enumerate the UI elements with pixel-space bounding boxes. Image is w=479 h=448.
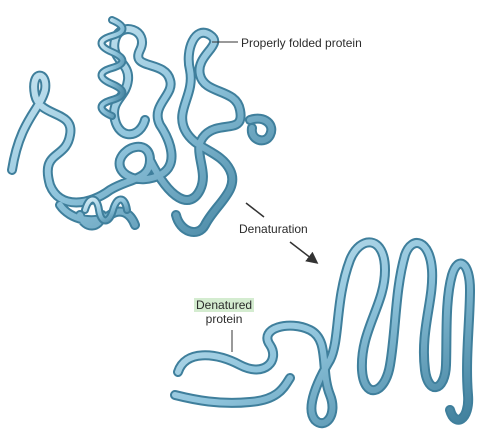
label-properly-folded-protein: Properly folded protein <box>241 36 362 50</box>
denaturation-arrow-top <box>246 203 264 217</box>
label-denaturation: Denaturation <box>239 222 308 236</box>
arrow-down-right-icon <box>290 242 316 262</box>
label-denatured-line1: Denatured <box>194 298 254 312</box>
label-denatured-protein: Denatured protein <box>194 298 254 326</box>
denatured-ribbon-face <box>175 242 470 423</box>
denatured-protein <box>175 242 470 423</box>
folded-protein <box>12 20 271 232</box>
label-denatured-line2: protein <box>206 312 243 326</box>
